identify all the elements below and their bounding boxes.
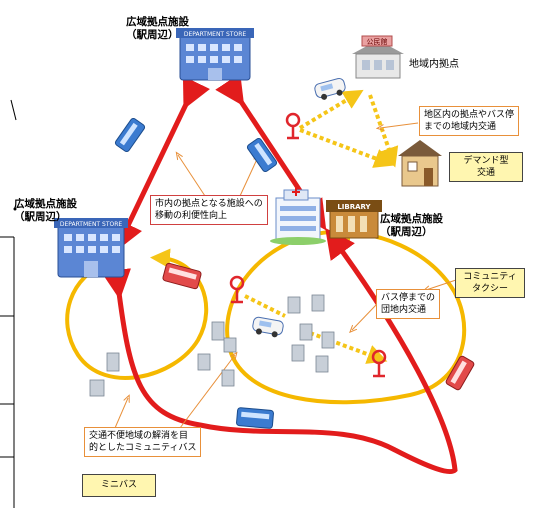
department-store-top: DEPARTMENT STORE	[176, 28, 254, 81]
stop-marker	[285, 112, 301, 140]
callout-line: 交通	[476, 168, 495, 178]
hub-left-subtitle: （駅周辺）	[14, 211, 67, 223]
store-sign: DEPARTMENT STORE	[184, 31, 247, 38]
bus-stop-markers	[229, 112, 387, 378]
callout-line: タクシー	[471, 284, 508, 294]
callout-line: デマンド型	[463, 156, 509, 166]
main-routes	[101, 73, 458, 475]
stop-marker	[371, 349, 387, 378]
community-bus-callout: 交通不便地域の解消を目 的としたコミュニティバス	[84, 427, 202, 457]
demand-transport-callout: デマンド型 交通	[449, 152, 523, 182]
district-transport-callout: 地区内の拠点やバス停 までの地域内交通	[419, 106, 520, 136]
callout-line: 市内の拠点となる施設への	[155, 199, 263, 209]
district-hub-label: 地域内拠点	[409, 59, 459, 70]
community-hall: 公民館	[352, 35, 404, 79]
house	[398, 140, 442, 187]
hospital-building	[270, 188, 326, 245]
store-sign: DEPARTMENT STORE	[60, 221, 123, 228]
community-taxi-callout: コミュニティ タクシー	[455, 268, 525, 298]
hall-sign: 公民館	[367, 37, 388, 46]
apartment-buildings	[89, 294, 335, 397]
hub-left-label: 広域拠点施設 （駅周辺）	[14, 198, 77, 224]
bus-icons	[114, 77, 475, 429]
hub-top-subtitle: （駅周辺）	[126, 29, 179, 41]
department-store-left: DEPARTMENT STORE	[54, 218, 128, 278]
edge-fragment	[0, 99, 17, 508]
stop-marker	[229, 275, 245, 304]
callout-line: までの地域内交通	[424, 122, 497, 132]
convenience-callout: 市内の拠点となる施設への 移動の利便性向上	[150, 195, 268, 225]
library-building: LIBRARY	[326, 200, 382, 239]
hub-right-title: 広域拠点施設	[380, 213, 443, 225]
callout-line: 的としたコミュニティバス	[89, 443, 197, 453]
callout-line: コミュニティ	[463, 272, 517, 282]
hub-left-title: 広域拠点施設	[14, 198, 77, 210]
callout-line: 地区内の拠点やバス停	[424, 110, 515, 120]
callout-arrows	[114, 122, 457, 429]
bus-stop-transport-callout: バス停までの 団地内交通	[376, 289, 441, 319]
hub-right-label: 広域拠点施設 （駅周辺）	[380, 213, 443, 239]
minibus-callout: ミニバス	[82, 474, 156, 497]
library-sign: LIBRARY	[337, 203, 371, 211]
callout-line: 移動の利便性向上	[155, 211, 228, 221]
callout-line: 交通不便地域の解消を目	[89, 431, 189, 441]
callout-line: 団地内交通	[381, 305, 427, 315]
callout-line: バス停までの	[381, 293, 436, 303]
hub-top-title: 広域拠点施設	[126, 16, 189, 28]
hub-top-label: 広域拠点施設 （駅周辺）	[126, 16, 189, 42]
hub-right-subtitle: （駅周辺）	[380, 226, 433, 238]
